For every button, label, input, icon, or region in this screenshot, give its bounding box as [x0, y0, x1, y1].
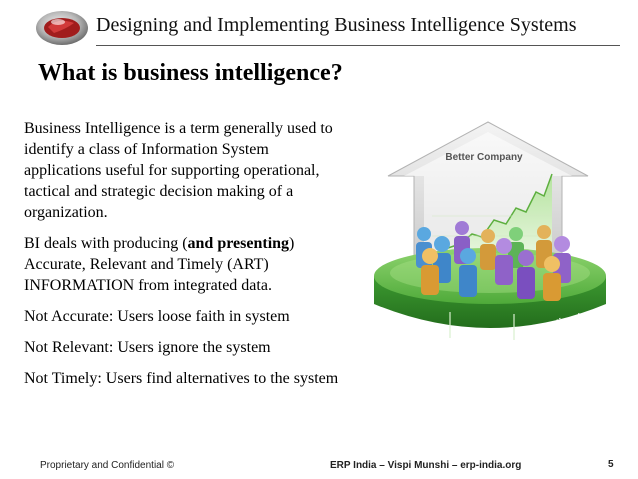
person-figure	[480, 229, 496, 270]
paragraph-not-timely: Not Timely: Users find alternatives to t…	[24, 370, 339, 387]
person-figure	[459, 248, 477, 297]
people-crowd-icon	[416, 221, 571, 301]
paragraph-bi-deals-bold: and presenting	[187, 235, 290, 252]
arrow-label: Better Company	[445, 152, 523, 163]
paragraph-bi-deals: BI deals with producing (and presenting)…	[24, 233, 340, 296]
footer-copyright: Proprietary and Confidential ©	[40, 460, 175, 471]
page-number: 5	[608, 459, 614, 470]
slide-title: What is business intelligence?	[38, 60, 343, 86]
header-divider	[96, 45, 620, 46]
erp-india-logo-icon	[34, 7, 90, 47]
footer-author: ERP India – Vispi Munshi – erp-india.org	[330, 460, 522, 471]
paragraph-not-relevant: Not Relevant: Users ignore the system	[24, 339, 271, 356]
paragraph-definition: Business Intelligence is a term generall…	[24, 120, 333, 221]
paragraph-bi-deals-start: BI deals with producing (	[24, 235, 188, 252]
paragraph-bi-deals-end: ) Accurate, Relevant and Timely (ART) IN…	[24, 235, 295, 294]
slide-body: Business Intelligence is a term generall…	[24, 118, 340, 399]
person-figure	[421, 248, 439, 295]
person-figure	[495, 238, 513, 285]
platform-label-tactical: Tactical	[465, 328, 500, 339]
bi-illustration: Better Company Strategic Tactical Operat…	[366, 116, 614, 356]
paragraph-not-accurate: Not Accurate: Users loose faith in syste…	[24, 308, 290, 325]
person-figure	[536, 225, 552, 268]
person-figure	[517, 250, 535, 299]
header-title: Designing and Implementing Business Inte…	[96, 14, 577, 36]
person-figure	[543, 256, 561, 301]
